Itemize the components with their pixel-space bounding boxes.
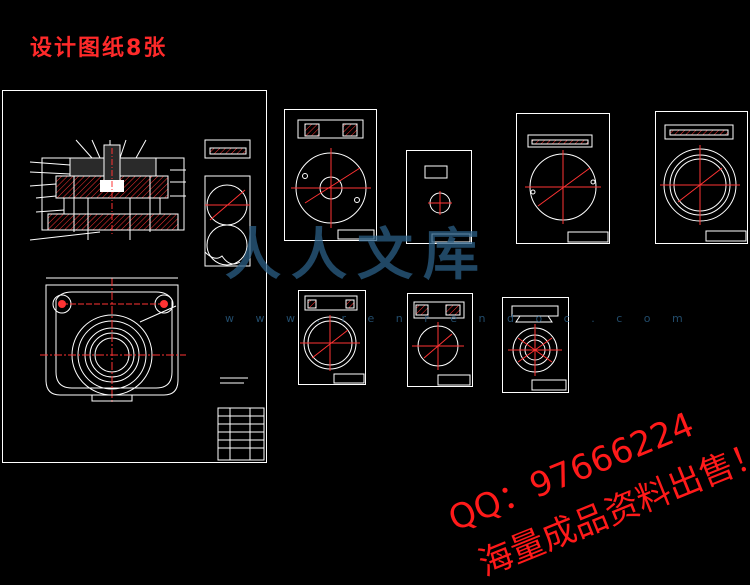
sheet-2-drawing	[291, 119, 375, 240]
drawing-sheet-4[interactable]	[516, 113, 610, 244]
watermark-logo: 人人文库	[225, 223, 489, 288]
cad-linework	[29, 119, 747, 461]
sheet-7-drawing	[412, 301, 471, 386]
assembly-bom-table	[217, 407, 265, 461]
assembly-section-view	[29, 139, 186, 241]
sheet-8-drawing	[508, 305, 567, 391]
drawing-sheet-7[interactable]	[407, 293, 473, 387]
watermark-url: w w w . r e n r e n d o c . c o m	[225, 312, 692, 325]
assembly-plan-view	[40, 277, 186, 402]
sheet-3-drawing	[424, 165, 471, 243]
sheet-4-drawing	[525, 134, 609, 243]
drawing-sheet-8[interactable]	[502, 297, 569, 393]
sheet-5-drawing	[660, 124, 747, 242]
drawing-sheet-3[interactable]	[406, 150, 472, 244]
drawing-sheet-6[interactable]	[298, 290, 366, 385]
page-title: 设计图纸8张	[30, 36, 168, 61]
drawing-sheet-2[interactable]	[284, 109, 377, 241]
sheet-6-drawing	[300, 295, 365, 384]
assembly-part-blank	[204, 175, 251, 267]
drawing-sheet-5[interactable]	[655, 111, 748, 244]
assembly-note	[220, 377, 248, 384]
assembly-part-strip	[204, 139, 251, 159]
drawing-sheet-assembly[interactable]	[2, 90, 267, 463]
